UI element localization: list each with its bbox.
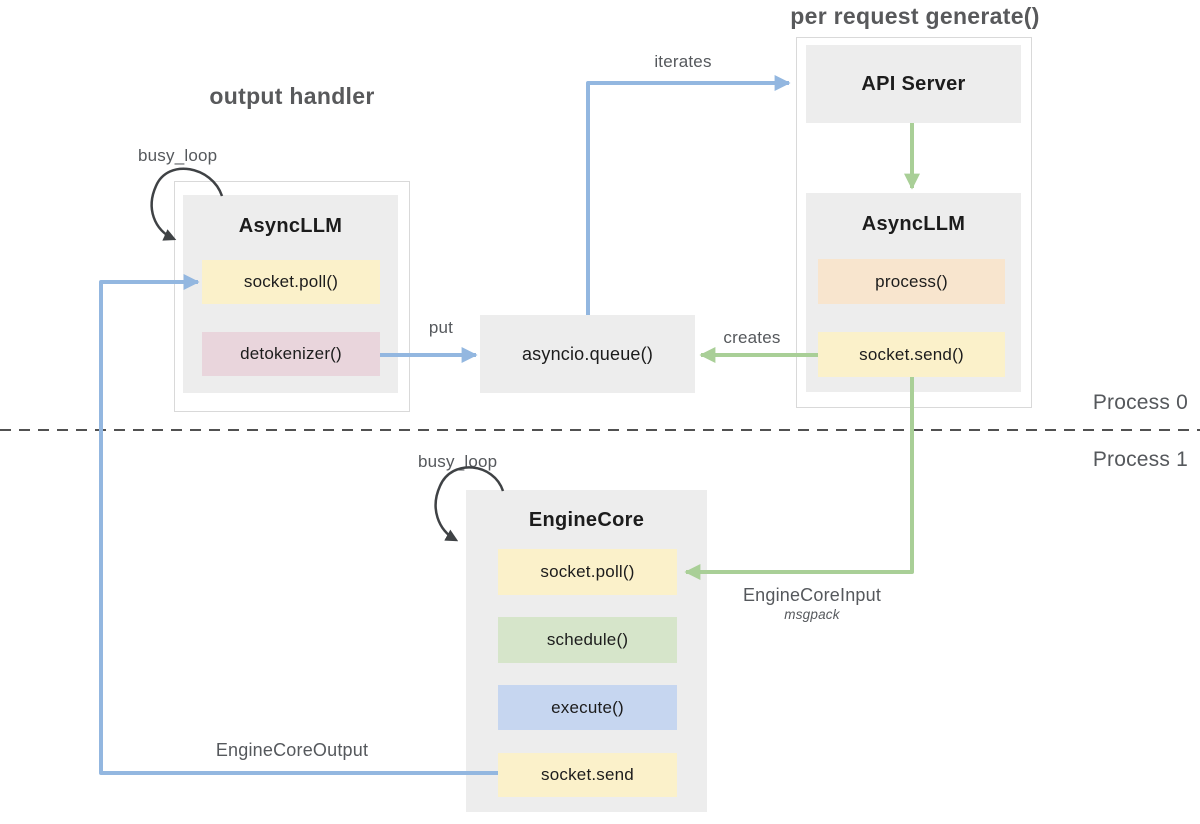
per-request-generate-title: per request generate() (790, 3, 1040, 29)
engine-core-schedule: schedule() (498, 617, 677, 663)
msgpack-label: msgpack (784, 607, 840, 622)
asyncio-queue-node: asyncio.queue() (480, 315, 695, 393)
creates-label: creates (723, 328, 781, 347)
iterates-label: iterates (654, 52, 712, 71)
engine-core-socket-poll: socket.poll() (498, 549, 677, 595)
request-asyncllm-socket-send: socket.send() (818, 332, 1005, 377)
request-asyncllm-title: AsyncLLM (861, 213, 966, 235)
busy-loop-label-output: busy_loop (138, 146, 218, 165)
engine-core-execute: execute() (498, 685, 677, 730)
api-server-title: API Server (861, 72, 966, 95)
engine-core-title: EngineCore (528, 509, 645, 531)
api-server-node: API Server (806, 45, 1021, 123)
request-asyncllm-process: process() (818, 259, 1005, 304)
engine-core-output-label: EngineCoreOutput (215, 740, 369, 760)
busy-loop-label-engine: busy_loop (418, 452, 498, 471)
put-label: put (428, 318, 454, 337)
output-handler-title: output handler (209, 83, 375, 109)
engine-core-input-label: EngineCoreInput (742, 585, 882, 605)
process-1-label: Process 1 (1092, 448, 1188, 471)
output-asyncllm-title: AsyncLLM (238, 215, 343, 237)
process-0-label: Process 0 (1092, 391, 1188, 414)
engine-core-socket-send: socket.send (498, 753, 677, 797)
output-asyncllm-detokenizer: detokenizer() (202, 332, 380, 376)
iterates-arrow (586, 75, 791, 315)
output-asyncllm-socket-poll: socket.poll() (202, 260, 380, 304)
